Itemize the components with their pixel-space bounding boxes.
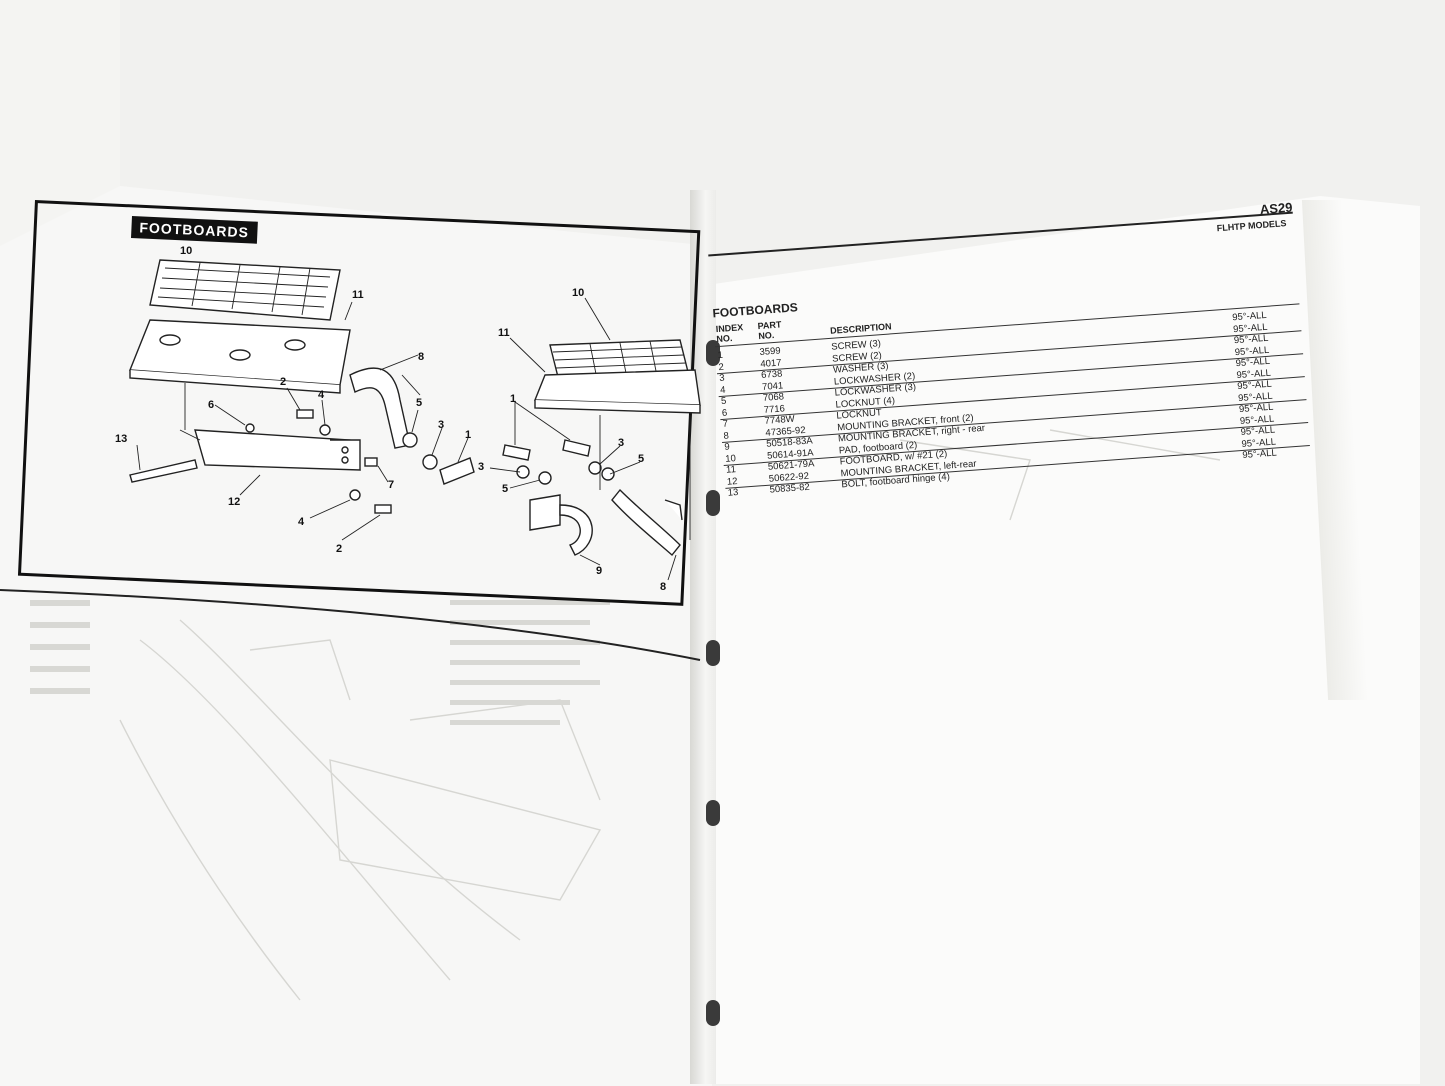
cell-index: 6 — [721, 407, 728, 419]
cell-part: 6738 — [760, 368, 783, 381]
cell-models: 95°-ALL — [1241, 447, 1278, 461]
callouts: 10 11 8 2 4 6 13 12 5 3 1 7 4 2 10 11 1 … — [115, 245, 666, 593]
callout: 5 — [416, 397, 422, 409]
callout: 10 — [180, 245, 192, 257]
bracket-left — [194, 429, 361, 471]
cell-index: 11 — [725, 464, 737, 476]
cell-index: 4 — [719, 384, 726, 396]
binder-hole — [706, 1000, 720, 1026]
cell-part: 50835-82 — [769, 481, 811, 496]
bracket-rear — [529, 494, 561, 531]
page-rule — [0, 589, 701, 661]
callout: 2 — [280, 376, 286, 388]
callout: 3 — [618, 437, 624, 449]
callout: 11 — [352, 289, 364, 301]
callout: 4 — [318, 389, 325, 401]
models-header: FLHTP MODELS — [1216, 218, 1287, 234]
parts-table: AS29 FLHTP MODELS FOOTBOARDS INDEX NO. P… — [706, 200, 1323, 510]
cell-index: 7 — [722, 418, 729, 430]
callout: 3 — [478, 461, 484, 473]
binder-hole — [706, 640, 720, 666]
cell-index: 12 — [726, 475, 738, 488]
callout: 1 — [510, 393, 516, 405]
callout: 10 — [572, 287, 584, 299]
footboard-right — [533, 369, 701, 406]
bolt-13 — [129, 459, 198, 483]
callout: 5 — [638, 453, 644, 465]
callout: 4 — [298, 516, 305, 528]
cell-index: 3 — [718, 372, 726, 385]
callout: 8 — [660, 581, 666, 593]
pad-left — [149, 259, 341, 321]
binder-hole — [706, 490, 720, 516]
right-page — [700, 196, 1420, 1084]
cell-index: 5 — [720, 395, 727, 407]
callout: 12 — [228, 496, 240, 508]
index-header: INDEX NO. — [715, 322, 744, 345]
callout: 1 — [465, 429, 471, 441]
callout: 7 — [388, 479, 394, 491]
book-spine — [690, 190, 716, 1084]
cell-index: 1 — [717, 349, 724, 362]
cell-index: 13 — [727, 486, 739, 499]
leader-lines — [136, 297, 691, 581]
callout: 6 — [208, 399, 214, 411]
cell-index: 10 — [724, 452, 737, 465]
cell-index: 9 — [724, 441, 731, 453]
left-page — [0, 186, 712, 1086]
cell-part: 3599 — [759, 345, 782, 359]
callout: 9 — [596, 565, 602, 577]
binder-hole — [706, 800, 720, 826]
callout: 8 — [418, 351, 424, 363]
callout: 13 — [115, 433, 127, 445]
callout: 11 — [498, 327, 510, 339]
callout: 2 — [336, 543, 342, 555]
bracket-front-right — [611, 488, 681, 557]
callout: 3 — [438, 419, 444, 431]
table-title: FOOTBOARDS — [712, 300, 799, 321]
cell-part: 7068 — [762, 391, 785, 404]
part-header: PART NO. — [757, 319, 782, 342]
cell-index: 2 — [718, 361, 725, 373]
cell-index: 8 — [723, 430, 730, 442]
callout: 5 — [502, 483, 508, 495]
bracket-front-left — [349, 367, 411, 449]
